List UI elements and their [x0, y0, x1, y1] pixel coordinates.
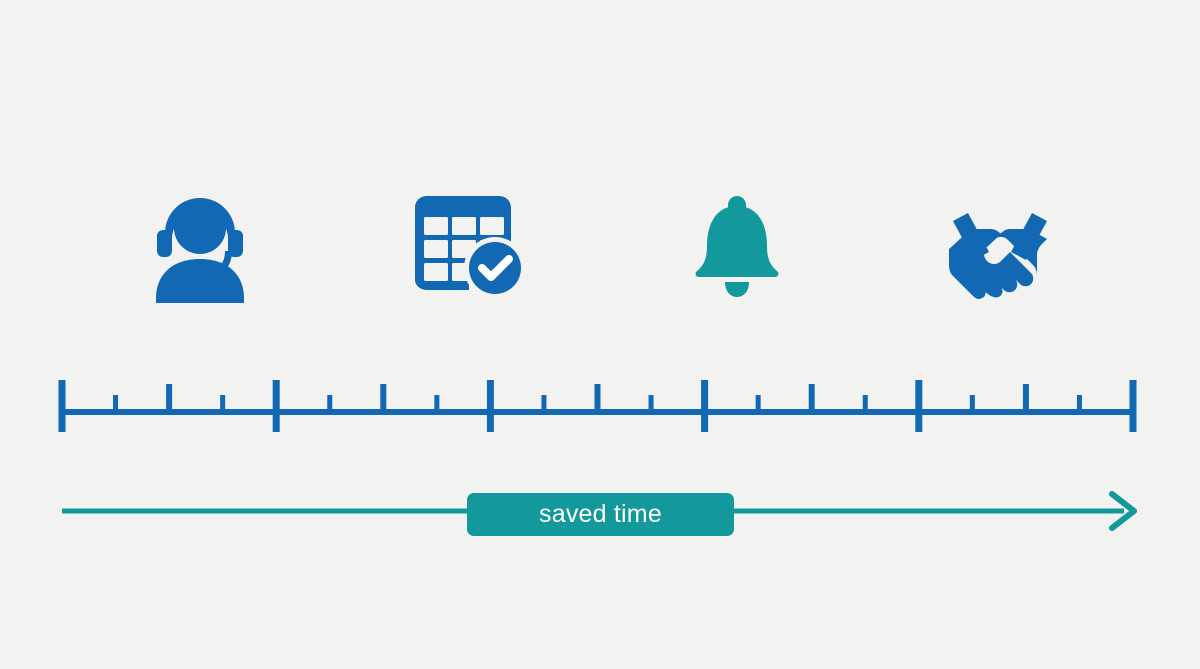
saved-time-row: saved time [50, 480, 1160, 550]
bell-notification-icon [657, 180, 817, 310]
saved-time-label: saved time [539, 500, 662, 528]
arrow-head-icon [1109, 491, 1137, 531]
saved-time-bar[interactable]: saved time [467, 493, 734, 536]
calendar-check-icon [388, 180, 548, 310]
time-ruler [58, 380, 1137, 432]
support-agent-headset-icon [120, 180, 280, 310]
ruler-tick-group [58, 380, 1137, 432]
handshake-icon [920, 190, 1080, 320]
